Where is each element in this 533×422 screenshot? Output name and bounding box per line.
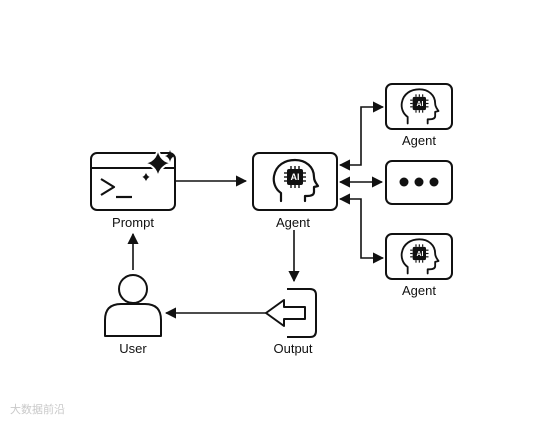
agent-bottom-label: Agent [402,283,436,298]
prompt-label: Prompt [112,215,154,230]
output-node: Output [265,288,317,356]
agent-main-chip: AI [291,172,300,182]
watermark-text: 大数据前沿 [10,402,65,416]
prompt-node: Prompt [90,147,176,230]
watermark: 大数据前沿 [10,402,65,416]
agent-top-node: AI Agent [385,83,453,148]
user-icon [104,274,162,337]
connectors [127,101,385,319]
agent-main-node: AI Agent [252,152,338,230]
more-agents-node [385,160,453,205]
agent-bottom-chip: AI [417,251,424,258]
arrow-agent-to-bottom-agent [338,193,385,264]
user-label: User [119,341,147,356]
agent-bottom-node: AI Agent [385,233,453,298]
agent-main-label: Agent [276,215,310,230]
output-arrow-icon [265,288,317,338]
arrow-agent-to-top-agent [338,101,385,171]
agent-top-chip: AI [417,101,424,108]
agent-top-label: Agent [402,133,436,148]
prompt-window-sparkle-icon [90,147,176,211]
user-node: User [104,274,162,356]
output-label: Output [273,341,312,356]
ellipsis-icon [399,177,439,187]
